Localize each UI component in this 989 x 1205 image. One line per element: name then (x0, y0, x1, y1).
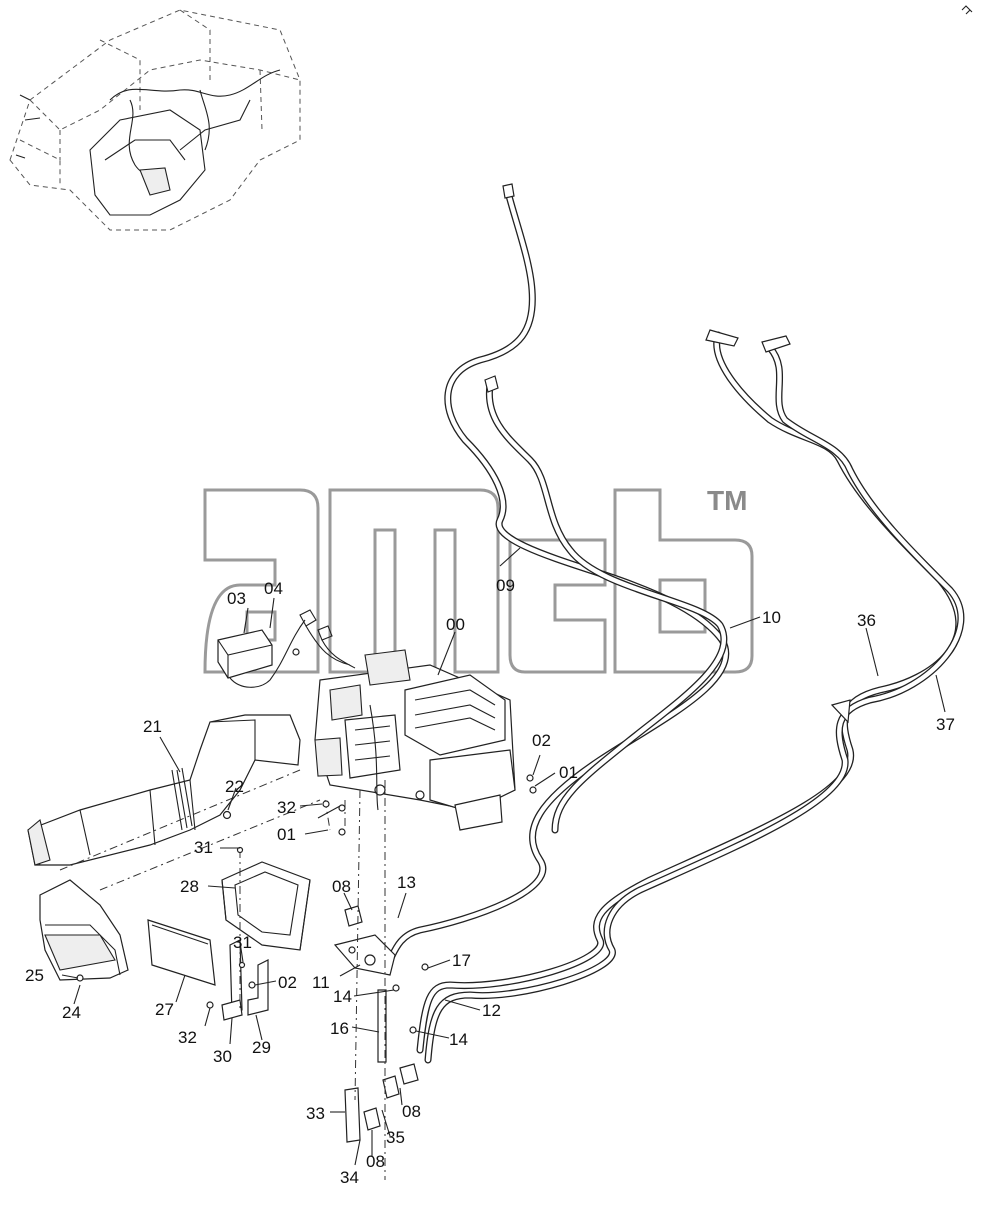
label-08-lower: 08 (366, 1152, 385, 1171)
label-35: 35 (386, 1128, 405, 1147)
label-10: 10 (762, 608, 781, 627)
filter-27-housing-28 (147, 861, 311, 986)
label-09: 09 (496, 576, 515, 595)
label-08-upper: 08 (332, 877, 351, 896)
hose-36-37 (416, 329, 965, 1064)
duct-21 (27, 714, 301, 866)
duct-24 (39, 879, 129, 982)
watermark-logo: TM (203, 485, 754, 674)
label-12: 12 (482, 1001, 501, 1020)
watermark-tm: TM (707, 485, 747, 516)
label-11: 11 (312, 973, 330, 992)
label-04: 04 (264, 579, 283, 598)
label-22: 22 (225, 777, 244, 796)
label-13: 13 (397, 873, 416, 892)
label-30: 30 (213, 1047, 232, 1066)
hose-09-10 (386, 183, 730, 964)
assembly-lines (59, 769, 386, 1180)
label-03: 03 (227, 589, 246, 608)
corner-mark (961, 5, 973, 15)
leader-lines (61, 547, 946, 1166)
label-32-upper: 32 (277, 798, 296, 817)
label-25: 25 (25, 966, 44, 985)
hvac-unit-00 (314, 649, 516, 831)
label-02-left: 02 (278, 973, 297, 992)
label-01-left: 01 (277, 825, 296, 844)
label-02-right: 02 (532, 731, 551, 750)
label-29: 29 (252, 1038, 271, 1057)
label-14-right: 14 (449, 1030, 468, 1049)
overview-inset (9, 9, 301, 231)
label-00: 00 (446, 615, 465, 634)
label-27: 27 (155, 1000, 174, 1019)
fasteners (206, 774, 537, 1034)
label-32-lower: 32 (178, 1028, 197, 1047)
label-31-upper: 31 (194, 838, 213, 857)
controller-03-harness-04 (217, 609, 356, 688)
label-24: 24 (62, 1003, 81, 1022)
label-37: 37 (936, 715, 955, 734)
label-34: 34 (340, 1168, 359, 1187)
label-08-right: 08 (402, 1102, 421, 1121)
label-36: 36 (857, 611, 876, 630)
part-labels: 03 04 00 09 10 36 37 02 01 21 22 32 01 3… (25, 576, 955, 1187)
label-31-lower: 31 (233, 933, 252, 952)
label-16: 16 (330, 1019, 349, 1038)
label-17: 17 (452, 951, 471, 970)
label-28: 28 (180, 877, 199, 896)
label-14-left: 14 (333, 987, 352, 1006)
brackets-29-30 (221, 939, 269, 1021)
label-33: 33 (306, 1104, 325, 1123)
label-21: 21 (143, 717, 162, 736)
label-01-right: 01 (559, 763, 578, 782)
plate-11-pipe-16 (333, 934, 396, 1063)
